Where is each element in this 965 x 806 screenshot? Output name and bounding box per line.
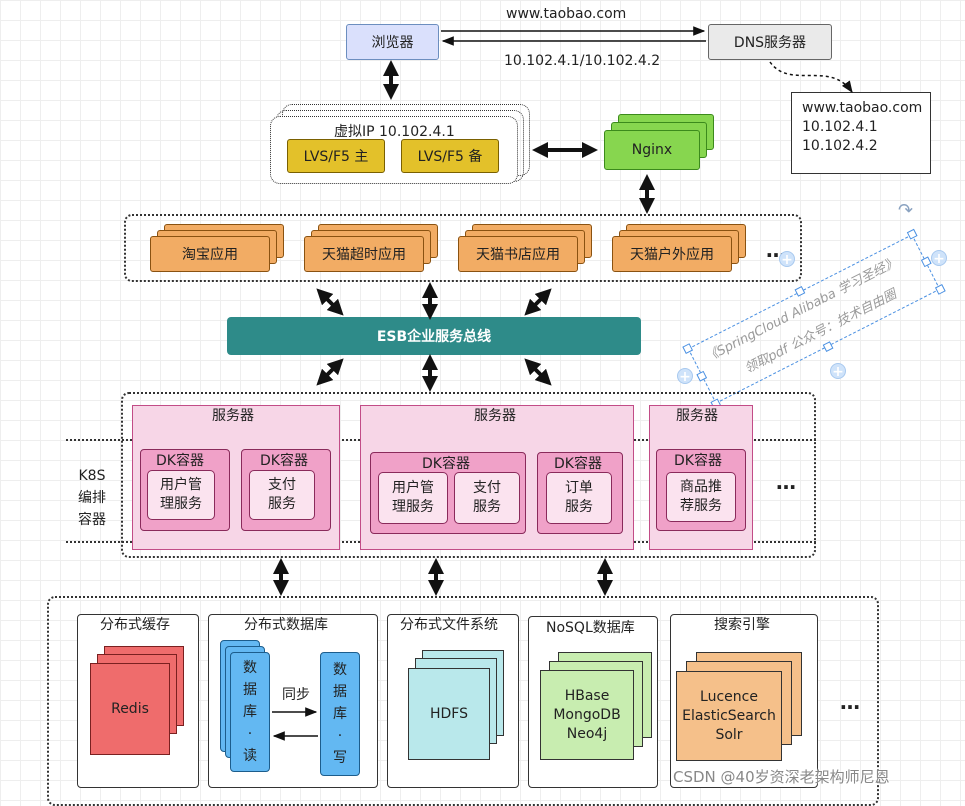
dns-server-label: DNS服务器: [733, 35, 807, 51]
lvs-backup-node[interactable]: LVS/F5 备: [401, 139, 499, 173]
hdfs-label: HDFS: [429, 706, 468, 722]
search-item-solr: Solr: [715, 726, 743, 743]
hdfs-node[interactable]: HDFS: [408, 668, 490, 760]
k8s-label-line-1: K8S: [78, 468, 106, 484]
ip-label: 10.102.4.1/10.102.4.2: [504, 53, 661, 69]
arrow-esb-servers-1: [316, 358, 344, 386]
app-tmall-outdoor-label: 天猫户外应用: [630, 247, 714, 263]
browser-dns-arrows: [441, 26, 706, 46]
virtual-ip-label: 虚拟IP 10.102.4.1: [334, 124, 455, 140]
service-user-management[interactable]: 用户管 理服务: [378, 472, 448, 524]
sync-label: 同步: [282, 687, 310, 703]
add-connector-icon[interactable]: +: [931, 250, 947, 267]
database-read-node[interactable]: 数 据 库 · 读: [230, 652, 270, 772]
storage-cache-title: 分布式缓存: [100, 617, 170, 633]
footer-credit: CSDN @40岁资深老架构师尼恩: [673, 768, 890, 786]
storage-more-ellipsis: …: [840, 690, 860, 714]
dns-record-ip-1: 10.102.4.1: [802, 119, 878, 135]
dk-container-label: DK容器: [674, 453, 722, 469]
arrow-esb-servers-3: [524, 358, 552, 386]
apps-group: [124, 214, 802, 282]
app-taobao-label: 淘宝应用: [182, 247, 238, 263]
service-payment[interactable]: 支付 服务: [249, 470, 315, 520]
nosql-item-neo4j: Neo4j: [566, 725, 608, 742]
search-item-lucence: Lucence: [700, 688, 758, 705]
nosql-item-hbase: HBase: [564, 687, 610, 704]
k8s-label-line-2: 编排: [78, 490, 106, 506]
browser-label: 浏览器: [371, 35, 414, 51]
nosql-item-mongodb: MongoDB: [553, 706, 621, 723]
domain-label: www.taobao.com: [506, 6, 627, 22]
rotate-handle-icon[interactable]: ↷: [898, 200, 914, 221]
server-3-label: 服务器: [676, 408, 718, 424]
dns-record-domain: www.taobao.com: [802, 100, 923, 116]
search-item-elasticsearch: ElasticSearch: [682, 707, 776, 724]
add-connector-icon[interactable]: +: [677, 368, 693, 385]
server-2-label: 服务器: [474, 408, 516, 424]
storage-nosql-title: NoSQL数据库: [546, 620, 635, 636]
dk-container-label: DK容器: [554, 456, 602, 472]
arrow-apps-esb-1: [316, 288, 344, 316]
service-order[interactable]: 订单 服务: [546, 472, 612, 524]
app-tmall-outdoor[interactable]: 天猫户外应用: [612, 236, 732, 272]
dk-container-label: DK容器: [156, 453, 204, 469]
k8s-more-ellipsis: …: [776, 470, 796, 494]
dns-record-ip-2: 10.102.4.2: [802, 138, 878, 154]
nosql-node[interactable]: HBase MongoDB Neo4j: [540, 670, 634, 760]
app-taobao[interactable]: 淘宝应用: [150, 236, 270, 272]
redis-node[interactable]: Redis: [90, 663, 170, 755]
dns-server-node[interactable]: DNS服务器: [708, 24, 832, 60]
k8s-servers-group: [121, 392, 816, 558]
dns-note-connector: [769, 61, 853, 93]
lvs-main-node[interactable]: LVS/F5 主: [287, 139, 385, 173]
service-product-recommendation[interactable]: 商品推 荐服务: [666, 472, 736, 522]
nginx-node[interactable]: Nginx: [604, 130, 700, 170]
app-tmall-bookstore[interactable]: 天猫书店应用: [458, 236, 578, 272]
k8s-label: K8S 编排 容器: [70, 465, 114, 531]
storage-filesystem-title: 分布式文件系统: [400, 617, 498, 633]
lvs-backup-label: LVS/F5 备: [417, 149, 483, 165]
lvs-main-label: LVS/F5 主: [303, 149, 369, 165]
server-1-label: 服务器: [212, 408, 254, 424]
dk-container-label: DK容器: [422, 456, 470, 472]
app-tmall-supermarket[interactable]: 天猫超时应用: [304, 236, 424, 272]
storage-search-title: 搜索引擎: [714, 617, 770, 633]
service-user-management[interactable]: 用户管 理服务: [147, 470, 215, 520]
dk-container-label: DK容器: [260, 453, 308, 469]
app-tmall-supermarket-label: 天猫超时应用: [322, 247, 406, 263]
add-connector-icon[interactable]: +: [779, 251, 795, 268]
add-connector-icon[interactable]: +: [830, 363, 846, 380]
search-engine-node[interactable]: Lucence ElasticSearch Solr: [676, 671, 782, 761]
arrow-apps-esb-3: [524, 288, 552, 316]
esb-bus[interactable]: ESB企业服务总线: [227, 317, 641, 355]
database-write-node[interactable]: 数 据 库 · 写: [320, 652, 360, 776]
esb-label: ESB企业服务总线: [376, 329, 492, 345]
k8s-label-line-3: 容器: [78, 512, 106, 528]
dns-record-note: www.taobao.com 10.102.4.1 10.102.4.2: [791, 92, 931, 174]
redis-label: Redis: [111, 701, 149, 717]
app-tmall-bookstore-label: 天猫书店应用: [476, 247, 560, 263]
service-payment[interactable]: 支付 服务: [454, 472, 520, 524]
browser-node[interactable]: 浏览器: [346, 24, 439, 60]
nginx-label: Nginx: [631, 142, 673, 158]
storage-database-title: 分布式数据库: [244, 617, 328, 633]
